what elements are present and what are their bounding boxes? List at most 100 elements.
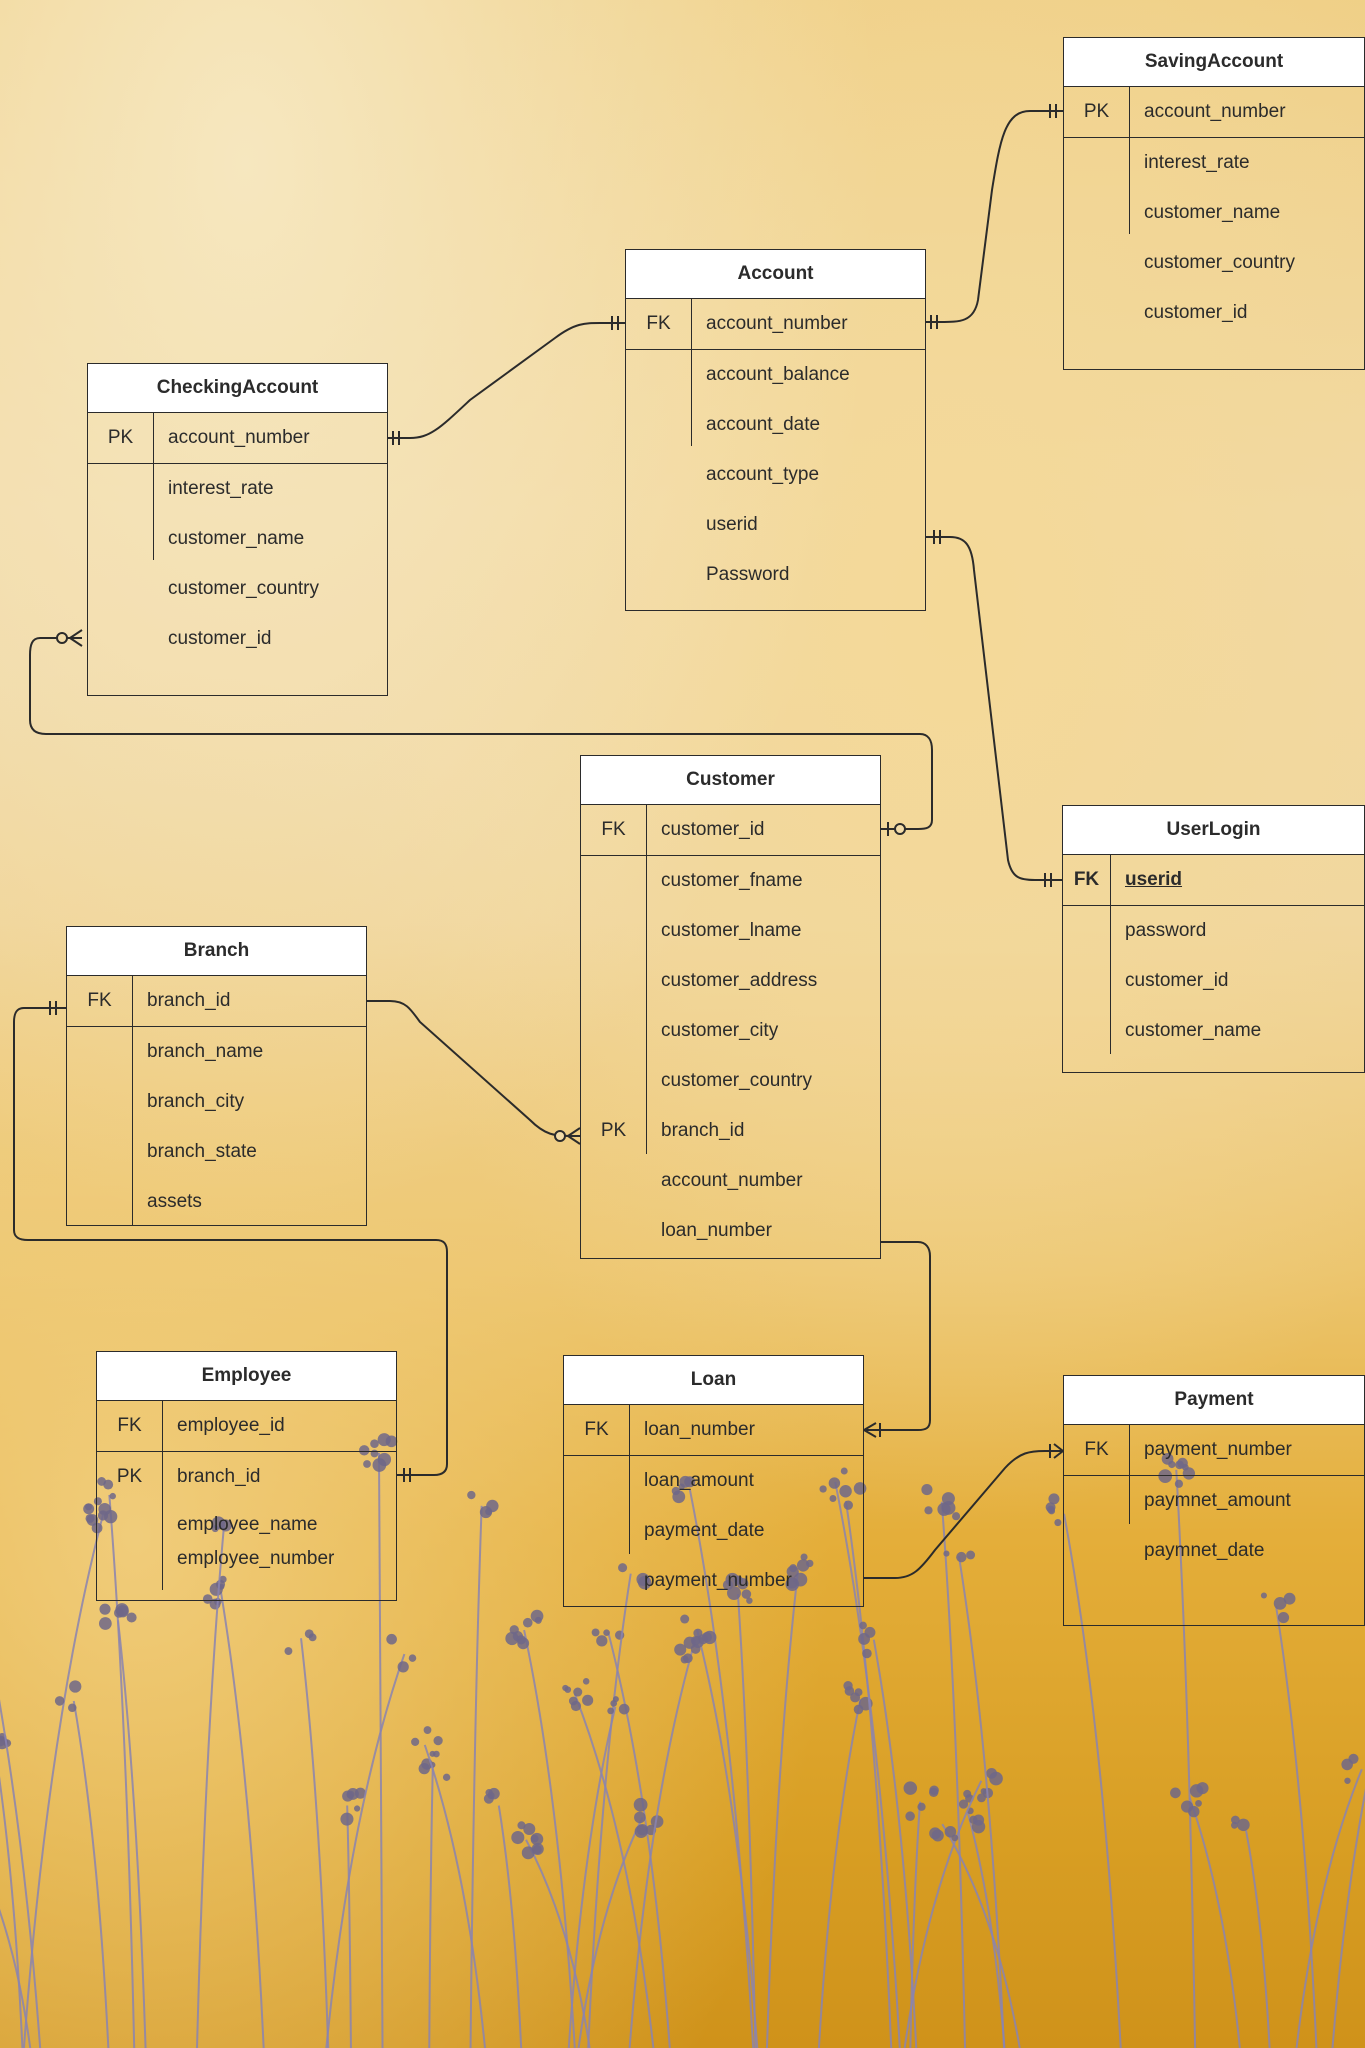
plant-flower [467,1490,476,1500]
plant-flower [442,1773,451,1781]
entity-payment[interactable]: Payment FK payment_number paymnet_amount… [1063,1375,1365,1626]
field-name: account_number [661,1170,803,1191]
mandatory-one-marker [611,316,619,330]
entity-title: UserLogin [1063,806,1364,855]
plant-stem [1295,1768,1363,2048]
plant-flower [650,1815,664,1828]
mandatory-one-marker [1049,104,1057,118]
entity-row: paymnet_amount [1064,1476,1364,1526]
plant-flower [684,1476,696,1488]
key-label: FK [601,819,626,840]
entity-row: customer_fname [581,856,880,906]
plant-flower [924,1506,933,1515]
field-name: loan_number [661,1220,772,1241]
plant-flower [1196,1782,1209,1795]
plant-flower [1273,1597,1287,1610]
entity-row: assets [67,1177,366,1227]
field-name: customer_country [661,1070,813,1091]
entity-row: loan_number [581,1206,880,1256]
plant-stem [346,1805,352,2048]
field-name: loan_amount [644,1470,754,1491]
field-name: interest_rate [1144,152,1250,173]
entity-userlogin[interactable]: UserLogin FK userid password customer_id… [1062,805,1365,1073]
plant-stem [428,1766,434,2048]
plant-stem [844,1500,893,2048]
plant-stem [377,1452,384,2048]
field-name: payment_number [1144,1439,1292,1460]
field-name: branch_id [147,990,231,1011]
field-name: customer_country [1144,252,1296,273]
connector-checkingaccount-account [388,322,625,439]
plant-stem [940,1501,967,2048]
plant-flower [862,1648,872,1659]
field-name: customer_name [1144,202,1281,223]
field-name: employee_number [177,1548,335,1569]
plant-flower [727,1586,741,1600]
plant-flower [377,1433,391,1447]
plant-flower [944,1825,957,1838]
plant-flower [433,1736,443,1746]
plant-flower [1195,1799,1202,1807]
optional-marker [56,632,68,644]
plant-stem [1245,1830,1271,2048]
column-divider [646,804,647,1154]
connector-branch-customer [367,1000,580,1137]
plant-flower [1277,1611,1290,1624]
field-name: userid [1125,869,1183,890]
plant-flower [966,1550,976,1560]
entity-customer[interactable]: Customer FK customer_id customer_fname c… [580,755,881,1259]
field-name: customer_id [661,819,765,840]
entity-row: FK branch_id [67,976,366,1027]
field-name: paymnet_amount [1144,1490,1291,1511]
plant-flower [408,1654,417,1662]
plant-flower [603,1629,610,1636]
column-divider [1110,854,1111,1054]
entity-row: PK account_number [1064,87,1364,138]
field-name: customer_id [168,628,272,649]
entity-row: PK branch_id [97,1452,396,1502]
plant-stem [834,1481,901,2048]
entity-employee[interactable]: Employee FK employee_id PK branch_id emp… [96,1351,397,1601]
plant-flower [1182,1467,1196,1480]
plant-flower [69,1680,82,1693]
plant-flower [1168,1460,1176,1469]
entity-branch[interactable]: Branch FK branch_id branch_name branch_c… [66,926,367,1226]
plant-flower [485,1789,493,1797]
plant-flower [308,1633,317,1642]
entity-title: Payment [1064,1376,1364,1425]
column-divider [629,1404,630,1554]
field-name: employee_name [177,1514,318,1535]
plant-flower [570,1700,582,1712]
entity-loan[interactable]: Loan FK loan_number loan_amount payment_… [563,1355,864,1607]
plant-flower [202,1594,213,1604]
field-name: Password [706,564,790,585]
plant-flower [1048,1493,1060,1505]
entity-account[interactable]: Account FK account_number account_balanc… [625,249,926,611]
plant-flower [789,1564,798,1573]
entity-row: account_balance [626,350,925,400]
connector-customer-loan [864,1241,931,1431]
field-name: customer_lname [661,920,802,941]
plant-stem [219,1591,265,2048]
field-name: account_number [168,427,310,448]
entity-row: account_date [626,400,925,450]
entity-row: customer_address [581,956,880,1006]
field-name: account_balance [706,364,850,385]
entity-title: Employee [97,1352,396,1401]
key-label: PK [600,1120,627,1141]
plant-flower [346,1788,359,1800]
plant-flower [680,1614,690,1624]
field-name: account_number [1144,101,1286,122]
key-label: FK [87,990,112,1011]
plant-flower [573,1687,583,1697]
plant-flower [363,1460,371,1468]
plant-flower [353,1805,361,1812]
entity-row: customer_country [1064,238,1364,288]
entity-savingaccount[interactable]: SavingAccount PK account_number interest… [1063,37,1365,370]
plant-flower [1341,1758,1353,1771]
plant-stem [108,1494,136,2048]
connector-branch-employee [13,1007,448,1476]
field-name: account_date [706,414,821,435]
entity-row: branch_name [67,1027,366,1077]
entity-checkingaccount[interactable]: CheckingAccount PK account_number intere… [87,363,388,696]
